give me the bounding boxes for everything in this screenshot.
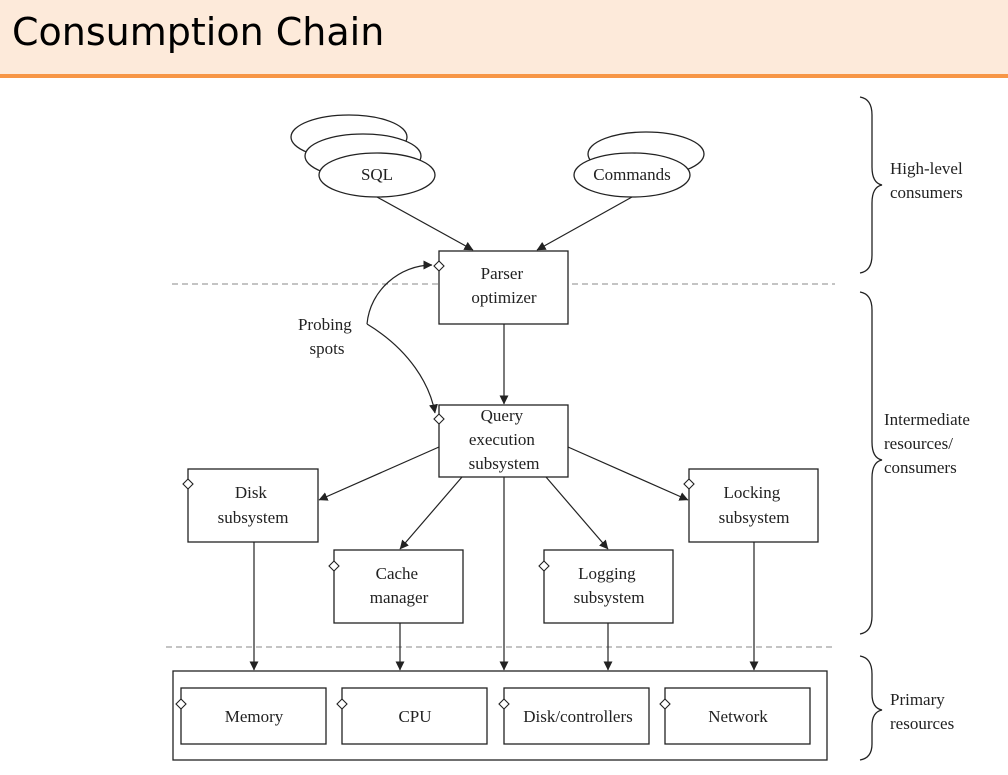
probe-diamond-icon [659, 698, 671, 710]
arrow-query-to-logging [545, 476, 609, 550]
brace-high-level [859, 96, 883, 274]
cache-manager-box: Cache manager [328, 549, 464, 624]
probe-diamond-icon [336, 698, 348, 710]
arrow-commands-to-parser [536, 196, 633, 251]
commands-node: Commands [573, 131, 705, 198]
svg-text:Memory: Memory [225, 707, 284, 726]
probe-diamond-icon [433, 260, 445, 272]
disk-subsystem-box: Disk subsystem [182, 468, 319, 543]
logging-subsystem-box: Logging subsystem [538, 549, 674, 624]
svg-text:CPU: CPU [398, 707, 431, 726]
brace-intermediate [859, 291, 883, 635]
probe-diamond-icon [182, 478, 194, 490]
probe-diamond-icon [433, 413, 445, 425]
svg-text:Disk/controllers: Disk/controllers [523, 707, 633, 726]
arrow-query-to-cache [399, 476, 463, 550]
arrow-query-to-disk [318, 446, 440, 501]
svg-text:Logging subsystem: Logging subsystem [574, 564, 645, 607]
layer-label-high-level: High-level consumers [890, 159, 967, 202]
commands-label: Commands [593, 165, 670, 184]
probing-arrow-parser [366, 260, 433, 325]
network-box: Network [659, 687, 811, 745]
locking-subsystem-box: Locking subsystem [683, 468, 819, 543]
memory-box: Memory [175, 687, 327, 745]
layer-label-intermediate: Intermediate resources/ consumers [884, 410, 974, 477]
sql-label: SQL [361, 165, 393, 184]
probing-spots-label: Probing spots [298, 315, 356, 358]
disk-controllers-box: Disk/controllers [498, 687, 650, 745]
probe-diamond-icon [328, 560, 340, 572]
svg-text:Network: Network [708, 707, 768, 726]
svg-text:Cache manager: Cache manager [370, 564, 429, 607]
arrow-query-to-locking [567, 446, 689, 501]
probe-diamond-icon [538, 560, 550, 572]
probing-arrow-query [366, 323, 438, 414]
layer-label-primary: Primary resources [890, 690, 954, 733]
probe-diamond-icon [683, 478, 695, 490]
title-bar: Consumption Chain [0, 0, 1008, 78]
cpu-box: CPU [336, 687, 488, 745]
svg-text:Query execution su: Query execution subsystem [469, 406, 540, 473]
brace-primary [859, 655, 883, 761]
parser-optimizer-box: Parser optimizer [433, 250, 569, 325]
query-execution-box: Query execution subsystem [433, 404, 569, 478]
svg-text:Parser optimizer: Parser optimizer [471, 264, 536, 307]
probe-diamond-icon [498, 698, 510, 710]
sql-node: SQL [290, 114, 436, 198]
svg-text:Disk subsystem: Disk subsystem [218, 483, 289, 527]
svg-text:Locking subsystem: Locking subsystem [719, 483, 790, 527]
probe-diamond-icon [175, 698, 187, 710]
page-title: Consumption Chain [12, 10, 385, 54]
arrow-sql-to-parser [376, 196, 474, 251]
